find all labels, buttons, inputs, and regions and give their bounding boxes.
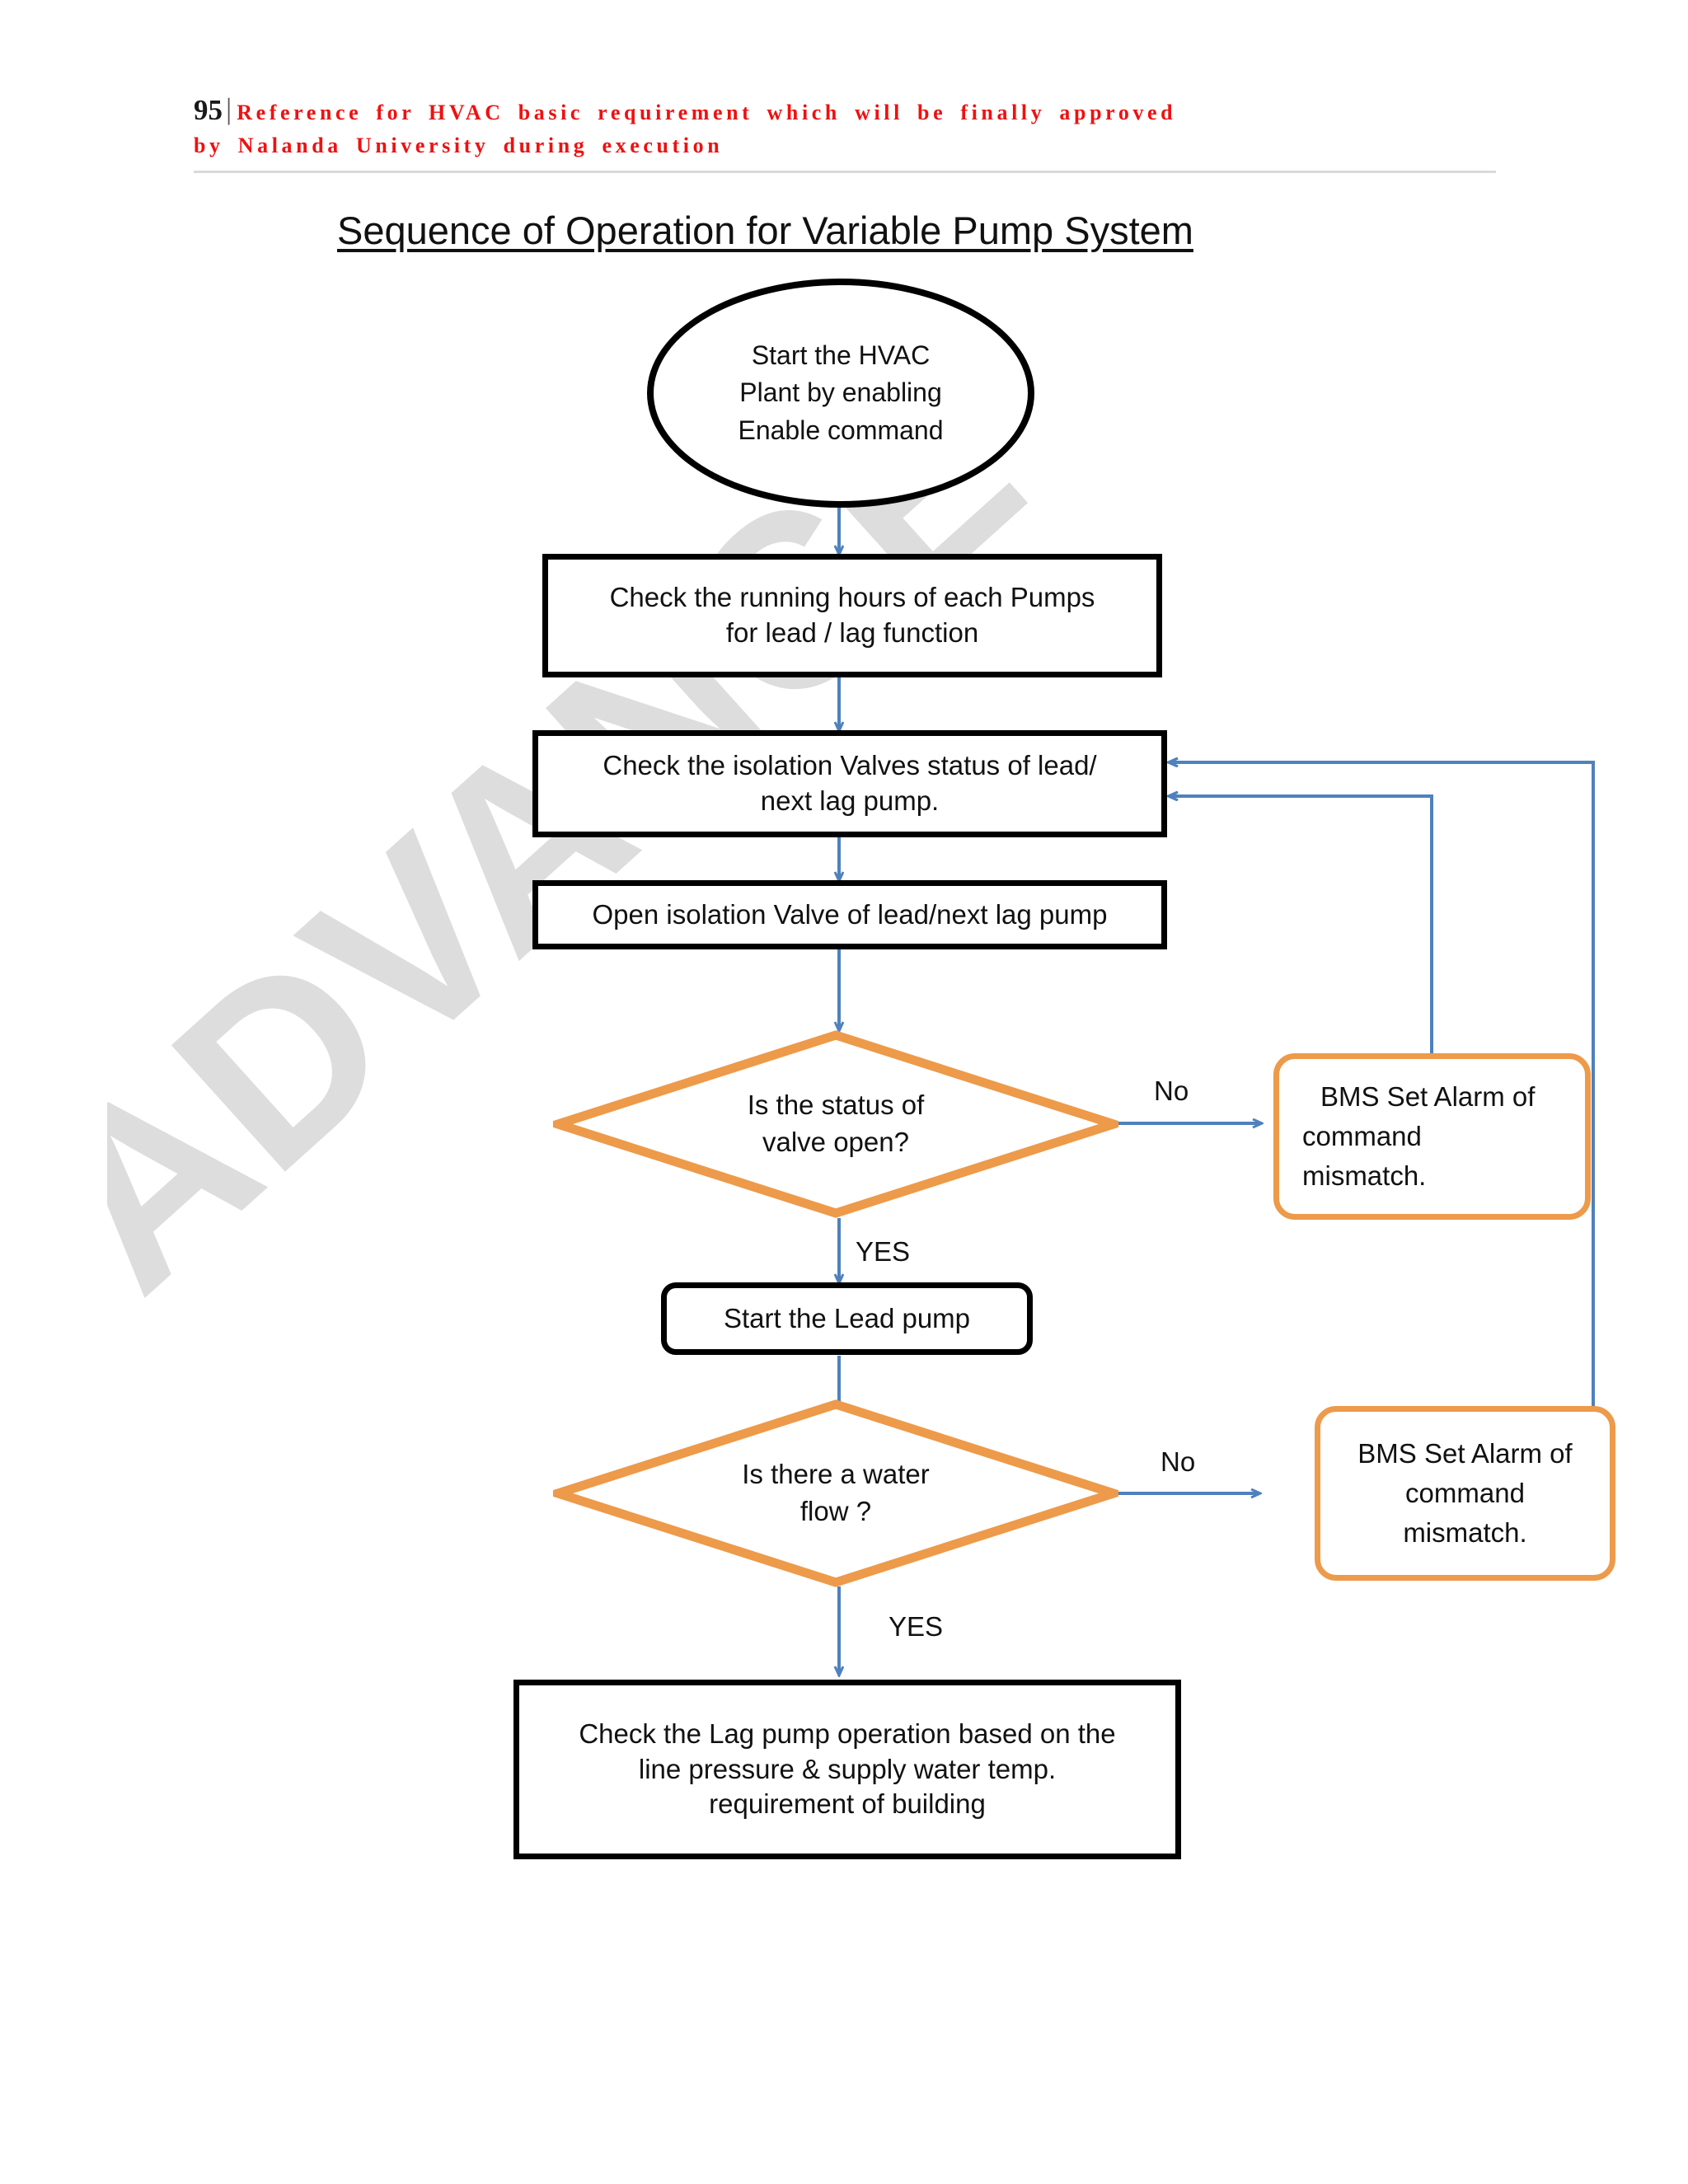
node-start-text: Start the HVAC Plant by enabling Enable … <box>738 337 943 449</box>
node-alarm-2-text: BMS Set Alarm of command mismatch. <box>1357 1434 1572 1553</box>
node-decision-valve-open-text: Is the status of valve open? <box>553 1030 1118 1218</box>
node-start-line-1: Start the HVAC <box>751 340 931 370</box>
node-start-lead-pump-text: Start the Lead pump <box>723 1302 971 1333</box>
node-check-running-hours-line-2: for lead / lag function <box>725 617 979 648</box>
decision-valve-open-line-2: valve open? <box>762 1127 909 1157</box>
node-check-running-hours[interactable]: Check the running hours of each Pumps fo… <box>542 554 1162 677</box>
decision-water-flow-line-2: flow ? <box>799 1496 872 1526</box>
node-check-isolation-valves-line-2: next lag pump. <box>760 785 940 816</box>
node-check-running-hours-text: Check the running hours of each Pumps fo… <box>610 580 1095 651</box>
node-decision-water-flow-text: Is there a water flow ? <box>553 1399 1118 1587</box>
edge-label-yes-valve: YES <box>856 1236 911 1267</box>
node-check-running-hours-line-1: Check the running hours of each Pumps <box>609 582 1095 613</box>
node-open-isolation-valve-text: Open isolation Valve of lead/next lag pu… <box>592 898 1108 930</box>
node-start-lead-pump[interactable]: Start the Lead pump <box>661 1282 1033 1355</box>
decision-water-flow-shape <box>553 1399 1118 1587</box>
node-alarm-1-text: BMS Set Alarm of command mismatch. <box>1302 1077 1535 1196</box>
node-start-ellipse[interactable]: Start the HVAC Plant by enabling Enable … <box>647 279 1034 508</box>
node-alarm-2-line-1: BMS Set Alarm of <box>1357 1438 1573 1469</box>
node-check-lag-pump-operation[interactable]: Check the Lag pump operation based on th… <box>513 1680 1181 1859</box>
page-header: 95|Reference for HVAC basic requirement … <box>194 92 1496 158</box>
page-title: Sequence of Operation for Variable Pump … <box>337 209 1193 252</box>
node-start-line-3: Enable command <box>738 415 944 445</box>
node-check-isolation-valves-line-1: Check the isolation Valves status of lea… <box>603 750 1097 781</box>
node-alarm-1-line-3: mismatch. <box>1302 1160 1427 1191</box>
decision-valve-open-line-1: Is the status of <box>747 1090 925 1121</box>
header-line-1: 95|Reference for HVAC basic requirement … <box>194 92 1496 126</box>
node-decision-valve-open[interactable]: Is the status of valve open? <box>553 1030 1118 1218</box>
edge-label-no-flow: No <box>1160 1446 1196 1477</box>
node-check-isolation-valves[interactable]: Check the isolation Valves status of lea… <box>532 730 1167 837</box>
node-open-isolation-valve[interactable]: Open isolation Valve of lead/next lag pu… <box>532 880 1167 949</box>
node-check-lag-pump-line-2: line pressure & supply water temp. <box>638 1753 1057 1784</box>
header-separator: | <box>226 92 232 125</box>
node-alarm-2-line-2: command <box>1405 1478 1525 1509</box>
node-alarm-command-mismatch-1[interactable]: BMS Set Alarm of command mismatch. <box>1273 1053 1591 1220</box>
header-divider <box>194 171 1496 173</box>
node-check-lag-pump-line-3: requirement of building <box>709 1788 986 1820</box>
edge-label-no-valve: No <box>1154 1076 1189 1106</box>
node-check-lag-pump-text: Check the Lag pump operation based on th… <box>579 1717 1115 1823</box>
node-check-isolation-valves-text: Check the isolation Valves status of lea… <box>603 748 1096 819</box>
node-check-lag-pump-line-1: Check the Lag pump operation based on th… <box>579 1718 1116 1749</box>
decision-water-flow-line-1: Is there a water <box>742 1459 930 1490</box>
node-alarm-1-line-2: command <box>1302 1121 1422 1152</box>
node-start-line-2: Plant by enabling <box>739 377 942 408</box>
header-line-2: by Nalanda University during execution <box>194 134 1496 158</box>
edge-alarm1-feedback-to-check-valve <box>1170 796 1433 1053</box>
node-decision-water-flow[interactable]: Is there a water flow ? <box>553 1399 1118 1587</box>
node-alarm-1-line-1: BMS Set Alarm of <box>1320 1081 1536 1113</box>
header-text-line2: by Nalanda University during execution <box>194 134 724 157</box>
header-text-line1: Reference for HVAC basic requirement whi… <box>237 101 1177 124</box>
page-number: 95 <box>194 94 223 126</box>
decision-valve-open-shape <box>553 1030 1118 1218</box>
node-alarm-2-line-3: mismatch. <box>1403 1516 1527 1548</box>
edge-label-yes-flow: YES <box>889 1611 944 1642</box>
node-alarm-command-mismatch-2[interactable]: BMS Set Alarm of command mismatch. <box>1315 1406 1615 1581</box>
